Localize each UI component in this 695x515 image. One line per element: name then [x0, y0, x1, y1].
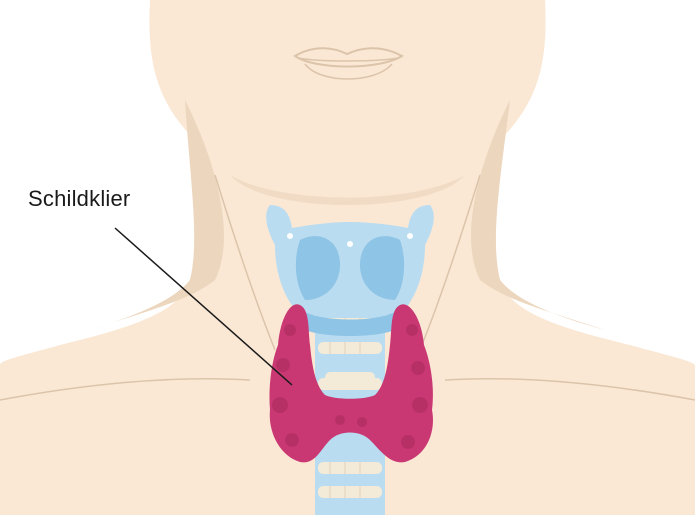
larynx-dot-left [287, 233, 293, 239]
trachea-rings-isthmus [325, 372, 375, 384]
larynx-dot-center [347, 241, 353, 247]
larynx-dot-right [407, 233, 413, 239]
thyroid-label: Schildklier [28, 186, 130, 212]
